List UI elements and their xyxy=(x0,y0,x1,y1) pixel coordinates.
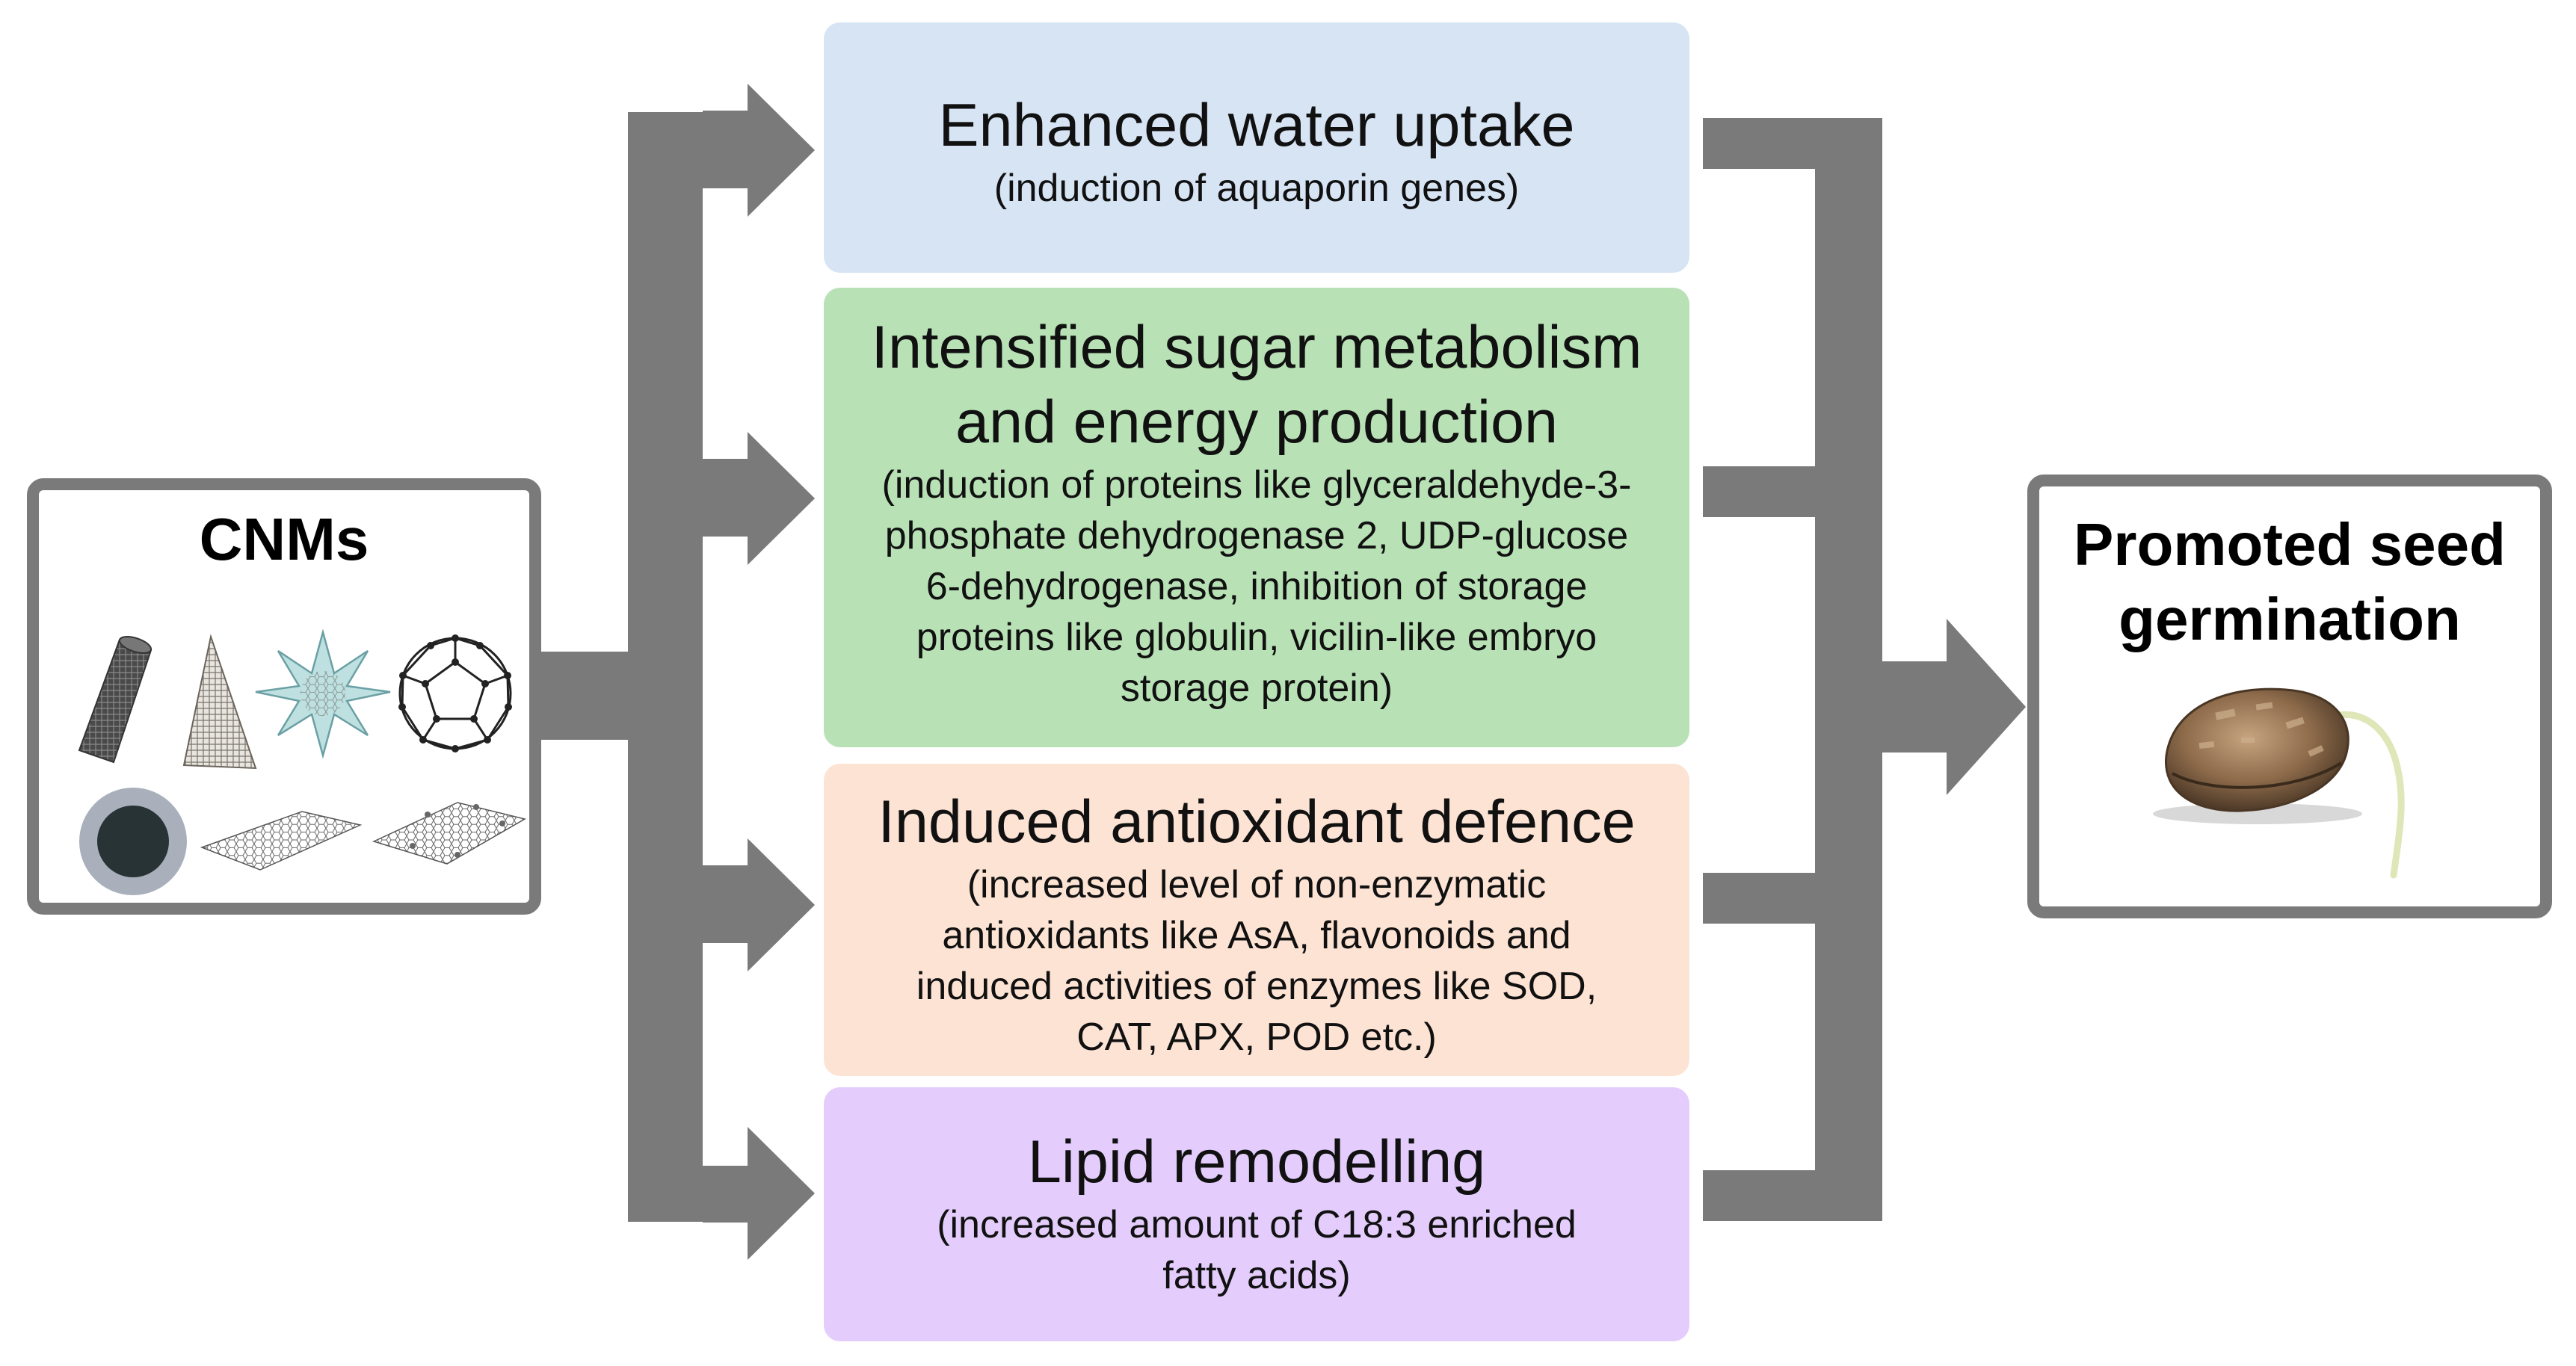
effect-detail-line: (increased level of non-enzymatic xyxy=(967,863,1547,906)
branch-lipid xyxy=(703,1166,751,1223)
result-box: Promoted seed germination xyxy=(2027,475,2552,918)
seed-icon xyxy=(2153,687,2405,879)
effect-detail-line: fatty acids) xyxy=(1162,1254,1351,1297)
effect-detail-line: CAT, APX, POD etc.) xyxy=(1076,1016,1437,1059)
result-title-line: germination xyxy=(2119,586,2461,652)
source-connector xyxy=(541,652,631,740)
carbon-dot-icon xyxy=(79,788,187,895)
effect-detail-line: (increased amount of C18:3 enriched xyxy=(937,1203,1577,1246)
result-title: Promoted seed germination xyxy=(2039,507,2540,657)
arrow-to-sugar xyxy=(748,432,815,565)
effect-detail-line: 6-dehydrogenase, inhibition of storage xyxy=(925,565,1588,608)
right-trunk xyxy=(1815,118,1882,1221)
effect-sugar-metabolism: Intensified sugar metabolism and energy … xyxy=(824,288,1689,747)
branch-sugar xyxy=(703,459,751,537)
effect-lipid-remodelling: Lipid remodelling (increased amount of C… xyxy=(824,1087,1689,1341)
graphene-sheet-icon xyxy=(200,811,363,871)
effect-detail-line: antioxidants like AsA, flavonoids and xyxy=(942,914,1571,957)
cnm-icons xyxy=(78,628,526,895)
left-trunk xyxy=(628,112,703,1222)
nanotube-icon xyxy=(78,636,152,764)
arrow-to-water xyxy=(748,84,815,217)
arrow-to-antiox xyxy=(748,838,815,971)
effect-water-uptake: Enhanced water uptake (induction of aqua… xyxy=(824,22,1689,273)
nanocone-icon xyxy=(182,634,257,770)
effect-detail-line: proteins like globulin, vicilin-like emb… xyxy=(916,616,1597,659)
effect-antioxidant-defence: Induced antioxidant defence (increased l… xyxy=(824,764,1689,1076)
effect-detail-line: induced activities of enzymes like SOD, xyxy=(916,965,1597,1008)
graphene-oxide-icon xyxy=(372,802,526,865)
branch-water xyxy=(703,111,751,188)
arrow-to-lipid xyxy=(748,1127,815,1260)
output-connector xyxy=(1882,661,1948,752)
arrow-to-result xyxy=(1947,619,2026,795)
branch-antiox xyxy=(703,865,751,943)
nanostar-icon xyxy=(255,628,391,759)
effect-title: Enhanced water uptake xyxy=(938,92,1575,159)
effect-title-line: Intensified sugar metabolism xyxy=(871,314,1642,381)
source-box: CNMs xyxy=(27,478,541,915)
effect-detail-line: (induction of proteins like glyceraldehy… xyxy=(881,463,1632,507)
effect-title: Induced antioxidant defence xyxy=(878,788,1636,856)
source-title: CNMs xyxy=(199,506,369,572)
fullerene-icon xyxy=(398,634,512,752)
effect-detail-line: storage protein) xyxy=(1120,667,1393,710)
effect-detail-line: phosphate dehydrogenase 2, UDP-glucose xyxy=(884,514,1629,557)
effect-title-line: and energy production xyxy=(955,389,1559,456)
effect-detail: (induction of aquaporin genes) xyxy=(993,167,1520,210)
result-title-line: Promoted seed xyxy=(2074,511,2506,578)
effect-title: Lipid remodelling xyxy=(1027,1128,1486,1196)
